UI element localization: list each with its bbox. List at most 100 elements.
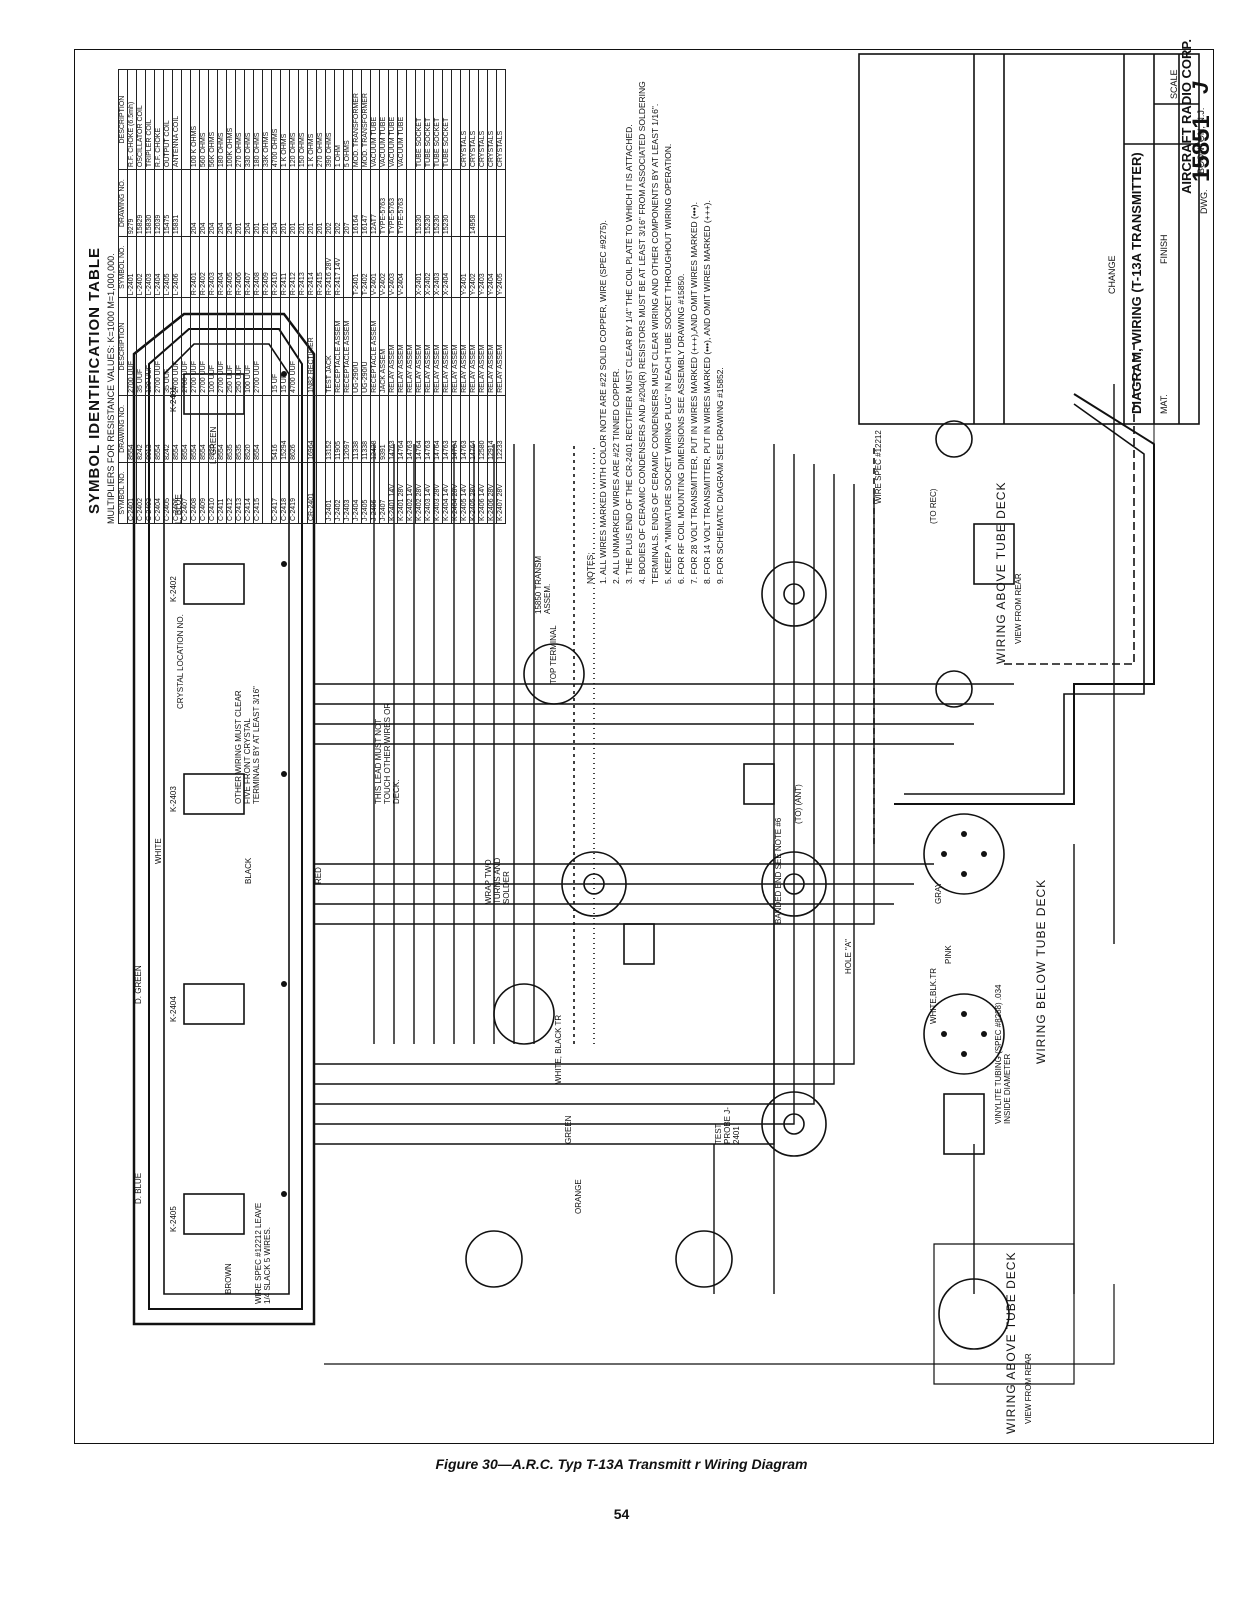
table-cell: 1 K OHMS	[280, 69, 290, 170]
table-cell: TUBE SOCKET	[415, 69, 425, 170]
note-item: 6. FOR RF COIL MOUNTING DIMENSIONS SEE A…	[676, 273, 686, 584]
table-cell: 15829	[136, 169, 146, 237]
table-cell: OUTPUT COIL	[163, 69, 173, 170]
table-cell: J-2405	[361, 462, 371, 524]
table-cell: RELAY ASSEM	[424, 297, 434, 396]
table-cell: 204	[190, 169, 200, 237]
table-cell: L-2405	[163, 236, 173, 298]
table-cell	[487, 169, 497, 237]
scale-label: SCALE	[1169, 69, 1179, 99]
table-cell: RELAY ASSEM	[496, 297, 506, 396]
relay-k2402	[183, 563, 245, 605]
note-item: 9. FOR SCHEMATIC DIAGRAM SEE DRAWING #15…	[715, 367, 725, 584]
table-cell: 16964	[307, 395, 317, 463]
table-cell: X-2403	[433, 236, 443, 298]
table-cell: VACUUM TUBE	[370, 69, 380, 170]
note-item: 1. ALL WIRES MARKED WITH COLOR NOTE ARE …	[598, 220, 608, 584]
table-cell: 15230	[442, 169, 452, 237]
table-cell: 150 OHMS	[298, 69, 308, 170]
table-cell: 201	[307, 169, 317, 237]
table-cell: 14764	[433, 395, 443, 463]
table-cell	[460, 169, 470, 237]
capacitor-c2417	[465, 1230, 523, 1288]
table-cell: X-2402	[424, 236, 434, 298]
table-cell: RELAY ASSEM	[478, 297, 488, 396]
table-cell: C-2403	[145, 462, 155, 524]
symbol-table-subtitle: MULTIPLIERS FOR RESISTANCE VALUES: K=100…	[106, 253, 116, 524]
table-cell: R-2406	[235, 236, 245, 298]
table-cell: 33K OHMS	[262, 69, 272, 170]
table-cell: RELAY ASSEM	[415, 297, 425, 396]
table-cell: CRYSTALS	[478, 69, 488, 170]
table-cell: K-2403 14V	[424, 462, 434, 524]
table-cell: 15475	[163, 169, 173, 237]
table-cell: 15294	[280, 395, 290, 463]
wiring-above-left: WIRING ABOVE TUBE DECK	[1004, 1251, 1018, 1434]
table-cell: 14958	[469, 169, 479, 237]
table-cell: 8520	[244, 395, 254, 463]
table-cell	[262, 395, 272, 463]
table-cell: R-2411	[280, 236, 290, 298]
table-cell: K-2402 14V	[406, 462, 416, 524]
table-cell: C-2417	[271, 462, 281, 524]
table-cell: 2700 UUF	[154, 297, 164, 396]
table-cell: C-2402	[136, 462, 146, 524]
table-cell: 9391	[379, 395, 389, 463]
table-cell: 35 UUF	[163, 297, 173, 396]
table-cell: 11338	[361, 395, 371, 463]
table-cell: V-2401	[370, 236, 380, 298]
table-cell: 16164	[352, 169, 362, 237]
table-cell: 8554	[154, 395, 164, 463]
symbol-identification-table: SYMBOL NO. DRAWING NO. DESCRIPTION SYMBO…	[118, 69, 506, 524]
table-cell: 4700 UUF	[289, 297, 299, 396]
table-cell	[478, 169, 488, 237]
table-cell	[316, 462, 326, 524]
coil-l2403	[743, 763, 775, 805]
notes-heading: NOTES:	[585, 552, 595, 584]
table-cell	[406, 236, 416, 298]
table-cell: 201	[289, 169, 299, 237]
table-cell: 11338	[352, 395, 362, 463]
relay-k2404	[183, 983, 245, 1025]
table-cell: RELAY ASSEM	[469, 297, 479, 396]
table-cell	[451, 69, 461, 170]
table-cell: 9279	[127, 169, 137, 237]
table-cell: L-2404	[154, 236, 164, 298]
table-cell: CRYSTALS	[460, 69, 470, 170]
table-cell: C-2414	[244, 462, 254, 524]
table-cell: TUBE SOCKET	[442, 69, 452, 170]
note-item: 3. THE PLUS END OF THE CR-2401 RECTIFIER…	[624, 124, 634, 584]
rotated-drawing: SYMBOL IDENTIFICATION TABLE MULTIPLIERS …	[74, 39, 1215, 1444]
table-cell: 2700 UUF	[172, 297, 182, 396]
table-cell: MOD. TRANSFORMER	[361, 69, 371, 170]
table-cell: C-2418	[280, 462, 290, 524]
table-cell: 390 OHMS	[325, 69, 335, 170]
table-cell: UG-290/U	[361, 297, 371, 396]
wire-color-label: BROWN	[224, 1263, 233, 1294]
table-cell: 120 OHMS	[289, 69, 299, 170]
table-cell: 14764	[415, 395, 425, 463]
banded-end-note: BANDED END SEE NOTE #6	[774, 817, 783, 924]
table-cell: 12428	[370, 395, 380, 463]
table-cell: JACK ASSEM	[379, 297, 389, 396]
wiring-above-right: WIRING ABOVE TUBE DECK	[994, 481, 1008, 664]
table-cell: 15 UF	[280, 297, 290, 396]
table-cell: 204	[199, 169, 209, 237]
table-cell: CRYSTALS	[487, 69, 497, 170]
table-cell: CRYSTALS	[496, 69, 506, 170]
table-cell: 201	[316, 169, 326, 237]
wiring-below-label: WIRING BELOW TUBE DECK	[1034, 878, 1048, 1064]
table-cell: 5416	[271, 395, 281, 463]
table-cell: VACUUM TUBE	[397, 69, 407, 170]
